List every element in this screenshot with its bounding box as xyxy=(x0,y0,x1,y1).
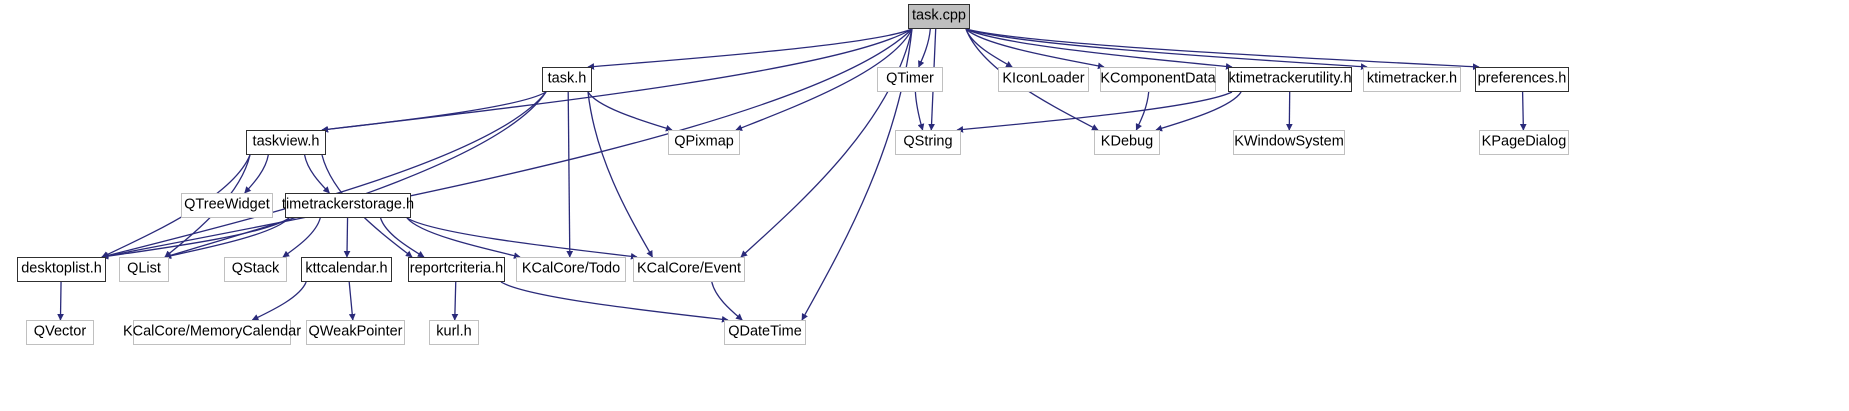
graph-node-task-h[interactable]: task.h xyxy=(542,67,592,92)
graph-node-label: KCalCore/Todo xyxy=(521,260,621,277)
graph-node-label: KCalCore/MemoryCalendar xyxy=(122,323,302,340)
graph-node-qtreewidget[interactable]: QTreeWidget xyxy=(181,193,273,218)
graph-node-taskview-h[interactable]: taskview.h xyxy=(246,130,326,155)
graph-node-qtimer[interactable]: QTimer xyxy=(877,67,943,92)
graph-edge-task-cpp-to-preferences-h xyxy=(965,28,1480,71)
graph-node-kdebug[interactable]: KDebug xyxy=(1094,130,1160,155)
graph-edge-timetrackerstorage-h-to-qlist xyxy=(164,217,290,260)
graph-node-task-cpp[interactable]: task.cpp xyxy=(908,4,970,29)
graph-edge-reportcriteria-h-to-qdatetime xyxy=(500,281,729,323)
graph-edge-task-cpp-to-desktoplist-h xyxy=(101,28,913,260)
graph-node-ktimetrackerutility-h[interactable]: ktimetrackerutility.h xyxy=(1228,67,1352,92)
graph-edge-task-h-to-kcalcore-todo xyxy=(566,91,574,258)
graph-node-qstring[interactable]: QString xyxy=(895,130,961,155)
graph-node-label: QDateTime xyxy=(728,323,802,340)
graph-node-kwindowsystem[interactable]: KWindowSystem xyxy=(1233,130,1345,155)
graph-node-preferences-h[interactable]: preferences.h xyxy=(1475,67,1569,92)
graph-node-label: QVector xyxy=(33,323,87,340)
graph-edge-kttcalendar-h-to-qweakpointer xyxy=(348,281,356,321)
graph-node-label: kttcalendar.h xyxy=(305,260,388,277)
graph-node-qstack[interactable]: QStack xyxy=(224,257,287,282)
graph-node-reportcriteria-h[interactable]: reportcriteria.h xyxy=(408,257,505,282)
graph-node-kiconloader[interactable]: KIconLoader xyxy=(998,67,1089,92)
graph-edge-desktoplist-h-to-qvector xyxy=(57,281,64,321)
graph-edge-task-cpp-to-kcomponentdata xyxy=(965,28,1105,70)
graph-node-qdatetime[interactable]: QDateTime xyxy=(724,320,806,345)
graph-node-qlist[interactable]: QList xyxy=(119,257,169,282)
graph-node-kurl-h[interactable]: kurl.h xyxy=(429,320,479,345)
graph-edge-timetrackerstorage-h-to-kcalcore-todo xyxy=(406,217,521,259)
graph-node-label: QPixmap xyxy=(674,133,734,150)
graph-node-label: QList xyxy=(127,260,161,277)
graph-node-label: task.h xyxy=(547,70,587,87)
graph-node-label: QTimer xyxy=(886,70,934,87)
graph-node-label: QTreeWidget xyxy=(184,196,270,213)
graph-edge-task-cpp-to-kiconloader xyxy=(965,28,1013,68)
graph-node-label: desktoplist.h xyxy=(21,260,102,277)
graph-node-timetrackerstorage-h[interactable]: timetrackerstorage.h xyxy=(282,193,414,218)
graph-edge-timetrackerstorage-h-to-kcalcore-event xyxy=(406,217,638,260)
graph-edge-reportcriteria-h-to-kurl-h xyxy=(451,281,459,321)
graph-node-label: QStack xyxy=(231,260,280,277)
graph-edge-task-cpp-to-qtimer xyxy=(918,28,931,68)
graph-edge-qtimer-to-qstring xyxy=(914,91,925,131)
graph-node-label: KCalCore/Event xyxy=(637,260,741,277)
graph-edge-kcomponentdata-to-kdebug xyxy=(1135,91,1150,131)
graph-edge-task-cpp-to-taskview-h xyxy=(321,28,913,133)
graph-node-label: preferences.h xyxy=(1477,70,1567,87)
graph-edge-ktimetrackerutility-h-to-kdebug xyxy=(1155,91,1242,132)
graph-node-label: ktimetracker.h xyxy=(1366,70,1458,87)
graph-node-label: KIconLoader xyxy=(1002,70,1085,87)
graph-node-label: QString xyxy=(903,133,953,150)
graph-node-label: timetrackerstorage.h xyxy=(281,196,415,213)
graph-node-label: KDebug xyxy=(1100,133,1154,150)
graph-edge-timetrackerstorage-h-to-qstack xyxy=(282,217,321,258)
graph-edge-task-h-to-qpixmap xyxy=(587,91,673,132)
graph-node-label: QWeakPointer xyxy=(308,323,403,340)
graph-edge-taskview-h-to-timetrackerstorage-h xyxy=(303,154,330,194)
graph-node-label: KComponentData xyxy=(1100,70,1216,87)
graph-edge-timetrackerstorage-h-to-desktoplist-h xyxy=(101,217,290,260)
graph-node-label: task.cpp xyxy=(912,7,966,24)
graph-node-label: taskview.h xyxy=(252,133,320,150)
graph-edge-task-cpp-to-ktimetracker-h xyxy=(965,28,1368,70)
graph-node-kcalcore-event[interactable]: KCalCore/Event xyxy=(633,257,745,282)
graph-edge-kttcalendar-h-to-kcalcore-memorycalendar xyxy=(251,281,307,321)
graph-node-kcomponentdata[interactable]: KComponentData xyxy=(1100,67,1216,92)
graph-node-ktimetracker-h[interactable]: ktimetracker.h xyxy=(1363,67,1461,92)
graph-edge-ktimetrackerutility-h-to-qstring xyxy=(956,91,1233,133)
graph-edge-task-cpp-to-kcalcore-event xyxy=(740,28,913,258)
graph-node-desktoplist-h[interactable]: desktoplist.h xyxy=(17,257,106,282)
graph-node-qpixmap[interactable]: QPixmap xyxy=(668,130,740,155)
graph-node-qvector[interactable]: QVector xyxy=(26,320,94,345)
graph-node-kpagedialog[interactable]: KPageDialog xyxy=(1479,130,1569,155)
graph-edge-timetrackerstorage-h-to-kttcalendar-h xyxy=(343,217,351,258)
graph-edge-preferences-h-to-kpagedialog xyxy=(1519,91,1527,131)
graph-node-label: KWindowSystem xyxy=(1234,133,1344,150)
graph-edge-taskview-h-to-qtreewidget xyxy=(244,154,269,194)
graph-edge-task-h-to-kcalcore-event xyxy=(587,91,653,258)
graph-node-label: ktimetrackerutility.h xyxy=(1228,70,1352,87)
graph-edge-task-h-to-taskview-h xyxy=(321,91,547,133)
graph-node-label: KPageDialog xyxy=(1481,133,1567,150)
graph-node-kttcalendar-h[interactable]: kttcalendar.h xyxy=(301,257,392,282)
graph-edge-kcalcore-event-to-qdatetime xyxy=(711,281,743,321)
graph-edge-task-cpp-to-task-h xyxy=(587,28,913,70)
graph-node-label: kurl.h xyxy=(436,323,472,340)
graph-edge-timetrackerstorage-h-to-reportcriteria-h xyxy=(379,217,425,258)
graph-node-qweakpointer[interactable]: QWeakPointer xyxy=(306,320,405,345)
graph-edge-task-cpp-to-ktimetrackerutility-h xyxy=(965,28,1233,70)
graph-node-kcalcore-todo[interactable]: KCalCore/Todo xyxy=(516,257,626,282)
graph-node-kcalcore-memorycalendar[interactable]: KCalCore/MemoryCalendar xyxy=(123,320,301,345)
graph-edge-task-h-to-qlist xyxy=(164,91,547,259)
graph-edge-task-h-to-desktoplist-h xyxy=(101,91,547,259)
graph-node-label: reportcriteria.h xyxy=(409,260,504,277)
